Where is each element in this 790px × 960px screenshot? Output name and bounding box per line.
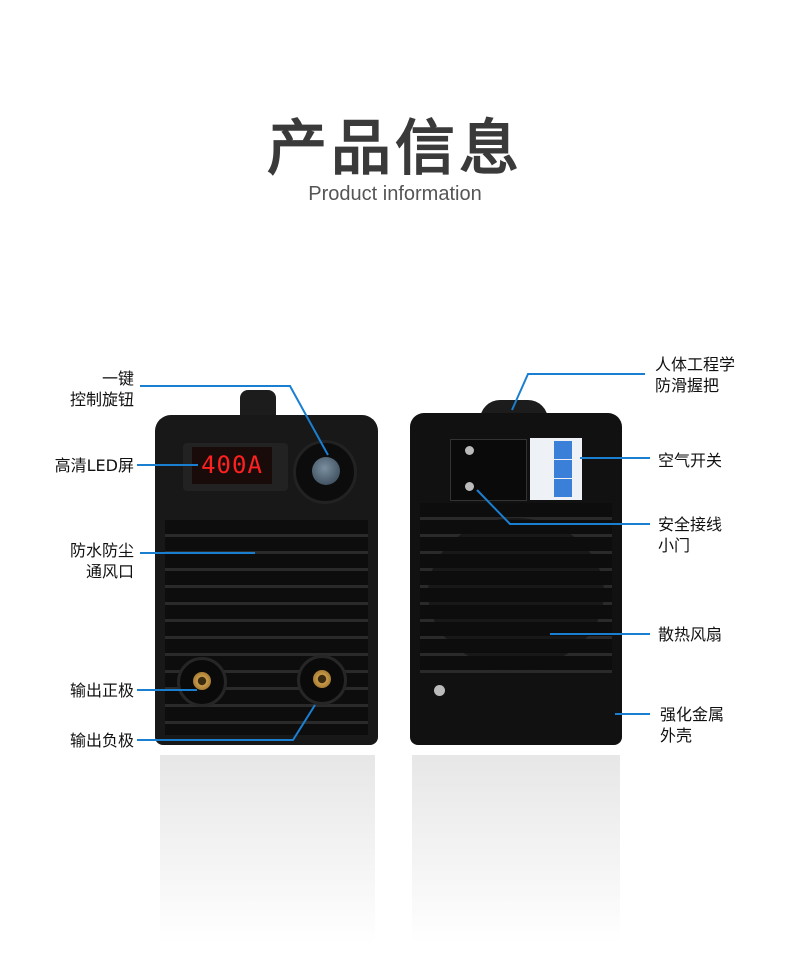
cooling-fan (428, 518, 604, 668)
wiring-door (450, 439, 527, 501)
ground-screw (434, 685, 445, 696)
callout-handle (511, 373, 645, 411)
label-shell: 强化金属外壳 (660, 705, 725, 745)
welder-back-view (410, 413, 622, 745)
callout-negative (137, 704, 316, 741)
label-led: 高清LED屏 (54, 456, 134, 475)
callout-door (476, 489, 650, 525)
label-handle: 人体工程学防滑握把 (655, 355, 736, 395)
label-fan: 散热风扇 (658, 625, 723, 644)
negative-terminal (297, 655, 347, 705)
air-switch (530, 438, 582, 500)
positive-terminal (177, 657, 227, 707)
welder-front-view: 400A (155, 415, 378, 745)
label-positive: 输出正极 (69, 681, 134, 700)
label-switch: 空气开关 (658, 451, 723, 470)
label-knob: 一键控制旋钮 (69, 369, 134, 409)
label-door: 安全接线小门 (658, 515, 723, 555)
label-negative: 输出负极 (69, 731, 134, 750)
label-vent: 防水防尘通风口 (69, 541, 134, 581)
page-title: 产品信息 (267, 114, 523, 184)
back-reflection (412, 755, 620, 945)
page-subtitle: Product information (308, 183, 482, 205)
callout-knob (140, 385, 329, 456)
led-display: 400A (192, 447, 272, 484)
front-reflection (160, 755, 375, 945)
